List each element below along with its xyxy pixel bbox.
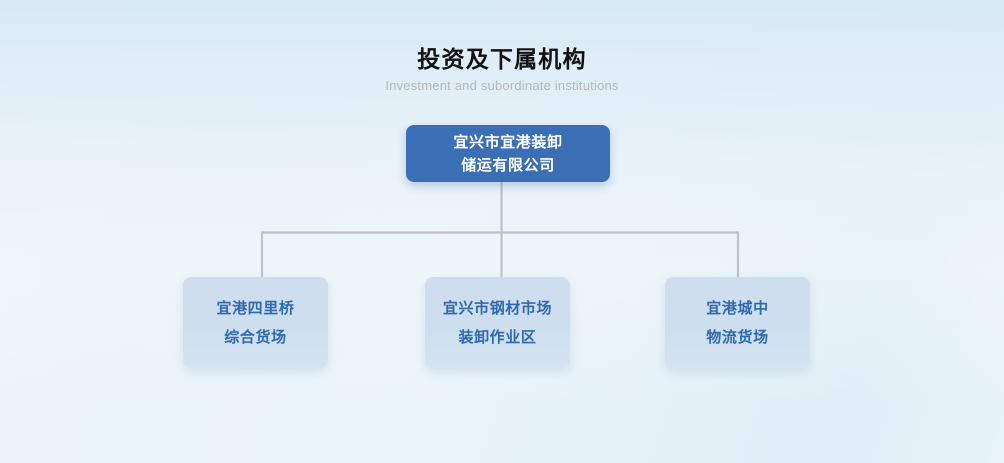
org-node-child-0-line-1: 宜港四里桥 [216,299,295,317]
org-node-root-line-1: 宜兴市宜港装卸 [453,133,563,151]
org-node-root[interactable]: 宜兴市宜港装卸 储运有限公司 [406,125,610,182]
page-heading: 投资及下属机构 Investment and subordinate insti… [0,44,1004,95]
org-node-child-2[interactable]: 宜港城中 物流货场 [665,277,810,368]
org-node-child-2-line-2: 物流货场 [706,328,769,346]
org-node-child-0[interactable]: 宜港四里桥 综合货场 [183,277,328,368]
org-node-child-1-line-1: 宜兴市钢材市场 [442,299,553,317]
org-node-child-1-line-2: 装卸作业区 [458,328,537,346]
page-title: 投资及下属机构 [417,46,587,72]
page-subtitle: Investment and subordinate institutions [385,78,619,93]
org-node-root-line-2: 储运有限公司 [461,156,555,174]
org-node-child-0-line-2: 综合货场 [224,328,287,346]
org-node-child-2-line-1: 宜港城中 [706,299,769,317]
org-node-child-1[interactable]: 宜兴市钢材市场 装卸作业区 [425,277,570,368]
